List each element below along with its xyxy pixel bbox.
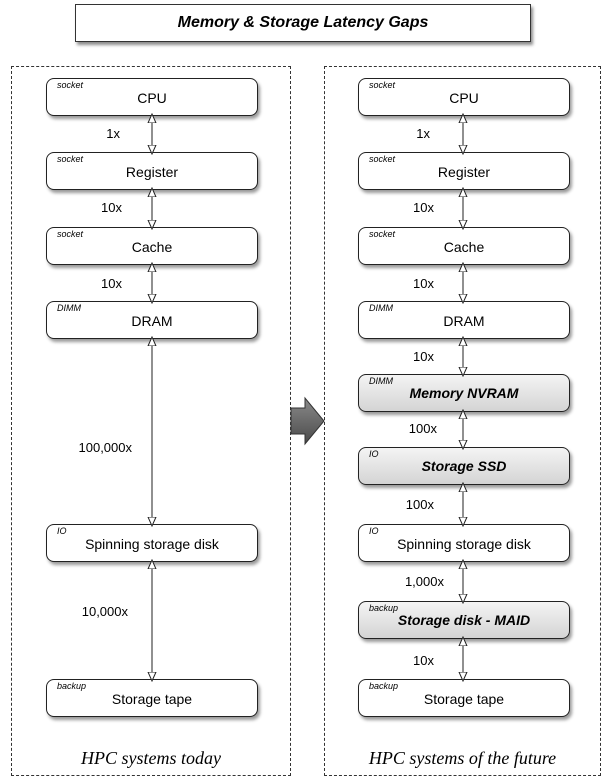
factor-label: 100,000x xyxy=(78,440,133,455)
node-label: Spinning storage disk xyxy=(85,536,219,552)
node-tag: socket xyxy=(369,229,396,239)
factor-label: 1x xyxy=(106,126,120,141)
node-label: Storage disk - MAID xyxy=(397,612,531,628)
node-label: DRAM xyxy=(443,313,485,329)
node-label: Cache xyxy=(443,239,485,255)
right-arrow-icon xyxy=(290,396,325,446)
node-label: Storage tape xyxy=(111,691,193,707)
node-tag: socket xyxy=(57,229,84,239)
node-tag: backup xyxy=(369,603,399,613)
node-tag: backup xyxy=(369,681,399,691)
node-label: Register xyxy=(437,164,491,180)
node-tag: IO xyxy=(369,449,379,459)
node-storage-tape: backup Storage tape xyxy=(358,679,570,717)
factor-label: 100x xyxy=(408,421,437,436)
factor-label: 10x xyxy=(101,276,122,291)
node-tag: DIMM xyxy=(369,376,393,386)
factor-label: 10x xyxy=(413,349,434,364)
node-label: Storage tape xyxy=(423,691,505,707)
node-label: Storage SSD xyxy=(421,458,507,474)
node-label: CPU xyxy=(137,90,167,106)
node-tag: backup xyxy=(57,681,87,691)
factor-label: 1,000x xyxy=(404,574,444,589)
node-cache: socket Cache xyxy=(358,227,570,265)
node-tag: DIMM xyxy=(57,303,81,313)
node-label: Cache xyxy=(131,239,173,255)
factor-label: 10x xyxy=(413,200,434,215)
node-tag: socket xyxy=(369,80,396,90)
node-tag: socket xyxy=(57,154,84,164)
node-spinning-disk: IO Spinning storage disk xyxy=(358,524,570,562)
node-tag: socket xyxy=(57,80,84,90)
factor-label: 100x xyxy=(405,497,434,512)
node-storage-tape: backup Storage tape xyxy=(46,679,258,717)
node-label: CPU xyxy=(449,90,479,106)
node-tag: IO xyxy=(369,526,379,536)
caption-today: HPC systems today xyxy=(81,748,221,768)
factor-label: 10x xyxy=(413,276,434,291)
node-tag: IO xyxy=(57,526,67,536)
node-register: socket Register xyxy=(358,152,570,190)
node-label: Register xyxy=(125,164,179,180)
caption-future: HPC systems of the future xyxy=(368,748,557,768)
factor-label: 1x xyxy=(416,126,430,141)
node-label: DRAM xyxy=(131,313,173,329)
factor-label: 10,000x xyxy=(81,604,128,619)
factor-label: 10x xyxy=(101,200,122,215)
node-tag: DIMM xyxy=(369,303,393,313)
diagram-title: Memory & Storage Latency Gaps xyxy=(75,4,531,42)
factor-label: 10x xyxy=(413,653,434,668)
node-label: Memory NVRAM xyxy=(409,385,519,401)
node-dram: DIMM DRAM xyxy=(46,301,258,339)
node-label: Spinning storage disk xyxy=(397,536,531,552)
node-tag: socket xyxy=(369,154,396,164)
node-cpu: socket CPU xyxy=(358,78,570,116)
